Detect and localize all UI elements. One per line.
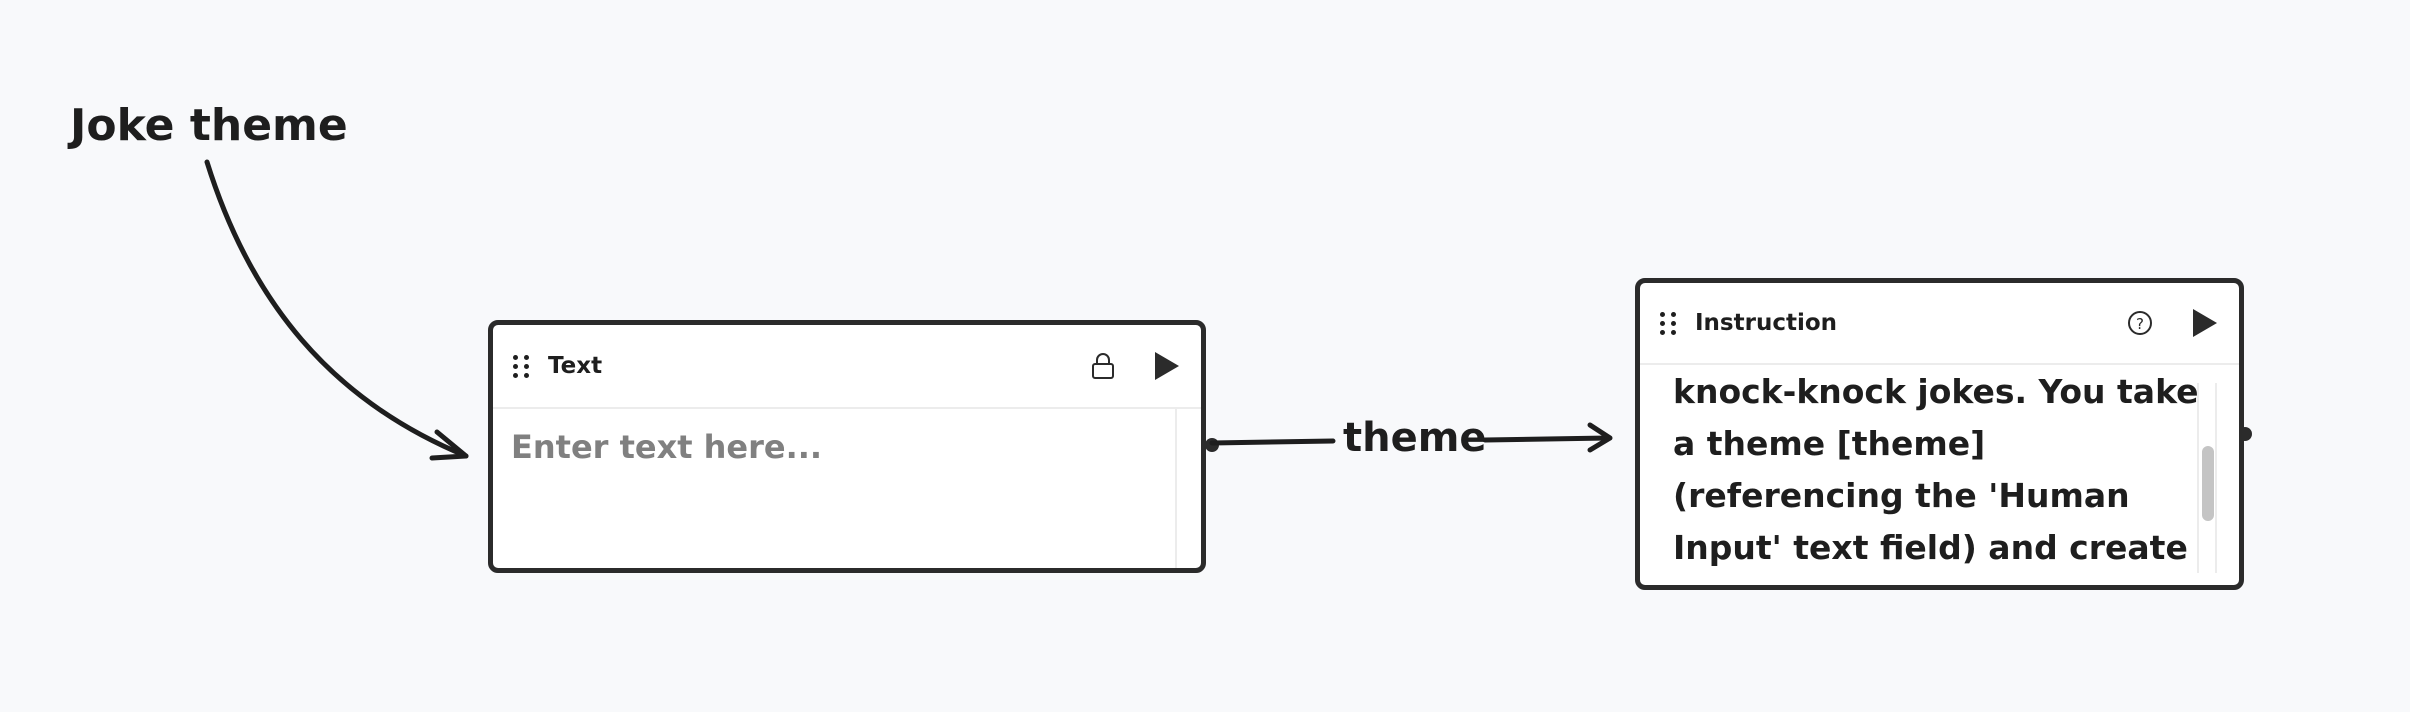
lock-icon[interactable] <box>1091 352 1115 380</box>
scrollbar-track[interactable] <box>2197 383 2217 573</box>
annotation-arrow <box>204 159 469 459</box>
drag-handle-icon[interactable] <box>1660 311 1677 335</box>
joke-theme-annotation: Joke theme <box>70 100 348 151</box>
edge-line-right <box>1482 435 1611 443</box>
drag-handle-icon[interactable] <box>513 354 530 378</box>
edge-label-theme: theme <box>1343 415 1487 461</box>
annotation-arrowhead <box>429 429 469 461</box>
instruction-text[interactable]: knock-knock jokes. You take a theme [the… <box>1673 372 2199 567</box>
edge-line-left <box>1209 438 1336 446</box>
scrollbar-track[interactable] <box>1175 409 1177 568</box>
node-title: Text <box>548 353 603 379</box>
help-icon[interactable]: ? <box>2127 310 2153 336</box>
scrollbar-thumb[interactable] <box>2202 446 2214 521</box>
node-title: Instruction <box>1695 310 1838 336</box>
edge-arrowhead <box>1587 422 1613 453</box>
instruction-node[interactable]: Instruction ? knock-knock jokes. You tak… <box>1635 278 2244 590</box>
svg-text:?: ? <box>2136 315 2144 333</box>
text-node[interactable]: Text Enter text here... <box>488 320 1206 573</box>
play-icon[interactable] <box>2193 309 2217 337</box>
text-input[interactable]: Enter text here... <box>511 428 823 466</box>
play-icon[interactable] <box>1155 352 1179 380</box>
